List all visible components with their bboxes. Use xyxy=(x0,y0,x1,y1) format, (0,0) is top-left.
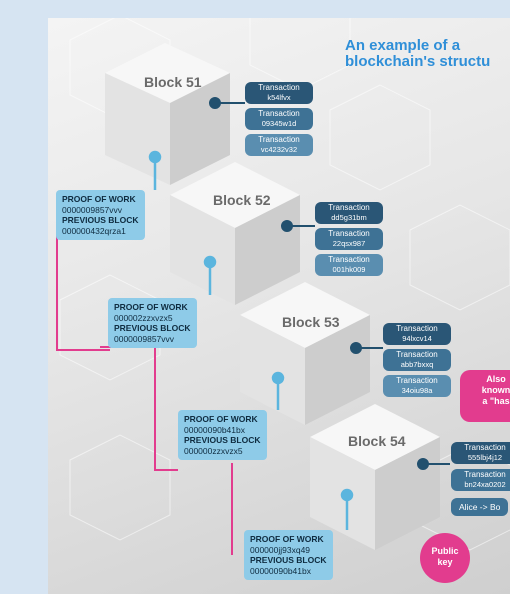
hash-note-bubble: Also known a "has xyxy=(460,370,510,422)
tx-connectors xyxy=(209,97,450,470)
public-key-bubble: Public key xyxy=(420,533,470,583)
block-54-label: Block 54 xyxy=(348,433,406,449)
block-54-cube xyxy=(310,404,440,550)
diagram-graphics xyxy=(56,18,510,555)
block-52-cube xyxy=(170,162,300,305)
block-53-label: Block 53 xyxy=(282,314,340,330)
proof-stems xyxy=(148,150,354,530)
block-51-label: Block 51 xyxy=(144,74,202,90)
alice-transaction: Alice -> Bo xyxy=(451,498,509,516)
diagram-frame: An example of a blockchain's structu Blo… xyxy=(48,18,510,594)
diagram-title: An example of a blockchain's structu xyxy=(345,37,491,70)
block-51-cube xyxy=(105,43,230,185)
block-53-cube xyxy=(240,282,370,425)
block-52-label: Block 52 xyxy=(213,192,271,208)
